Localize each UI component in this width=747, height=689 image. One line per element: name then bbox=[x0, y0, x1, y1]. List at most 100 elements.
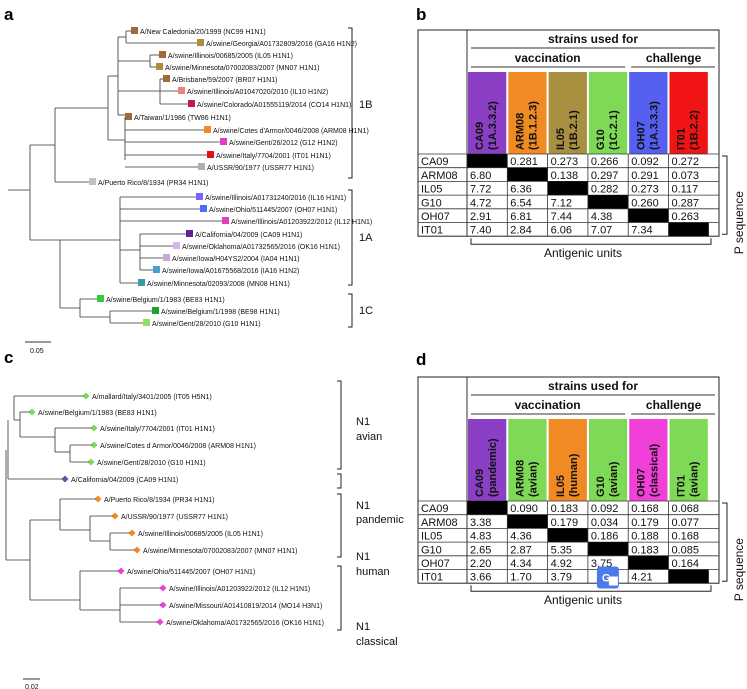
taxon-label: A/swine/Georgia/A01732809/2016 (GA16 H1N… bbox=[206, 41, 357, 48]
table-cell: 0.188 bbox=[631, 531, 659, 543]
taxon-label: A/California/04/2009 (CA09 H1N1) bbox=[71, 477, 178, 484]
column-sub: (1B.2.2) bbox=[689, 110, 701, 150]
panel-d-label: d bbox=[416, 350, 426, 369]
taxon-marker bbox=[186, 230, 193, 237]
taxon-label: A/swine/Italy/7704/2001 (IT01 H1N1) bbox=[216, 153, 331, 160]
column-sub: (avian) bbox=[689, 461, 701, 497]
table-cell: 7.72 bbox=[470, 184, 491, 196]
taxon-marker bbox=[163, 254, 170, 261]
column-sub: (1A.3.3.2) bbox=[487, 101, 499, 150]
taxon-marker bbox=[143, 319, 150, 326]
column-header-g10 bbox=[588, 72, 628, 154]
taxon-label: A/New Caledonia/20/1999 (NC99 H1N1) bbox=[140, 29, 266, 36]
taxon-marker bbox=[156, 618, 164, 626]
row-label: IT01 bbox=[421, 572, 443, 584]
group-label: N1 bbox=[356, 500, 370, 512]
taxon-marker bbox=[220, 138, 227, 145]
bottom-bracket bbox=[470, 585, 712, 592]
taxon-marker bbox=[89, 178, 96, 185]
taxon-label: A/swine/Italy/7704/2001 (IT01 H1N1) bbox=[100, 426, 215, 433]
taxon-label: A/swine/Belgium/1/1998 (BE98 H1N1) bbox=[161, 309, 280, 316]
header-strains: strains used for bbox=[548, 32, 638, 46]
row-label: ARM08 bbox=[421, 517, 458, 529]
table-cell: 0.068 bbox=[672, 503, 700, 515]
taxon-label: A/swine/Colorado/A01555119/2014 (CO14 H1… bbox=[197, 102, 351, 109]
table-cell: 6.36 bbox=[510, 184, 531, 196]
column-header-it01 bbox=[669, 419, 708, 501]
column-name: G10 bbox=[595, 129, 607, 150]
table-cell: 0.092 bbox=[591, 503, 619, 515]
table-cell: 0.291 bbox=[631, 170, 659, 182]
column-header-oh07 bbox=[629, 419, 668, 501]
table-cell: 0.183 bbox=[551, 503, 579, 515]
taxon-label: A/swine/Illinois/A01203922/2012 (IL12 H1… bbox=[169, 586, 310, 593]
taxon-label: A/swine/Illinois/A01047020/2010 (IL10 H1… bbox=[187, 89, 328, 96]
diagonal-cell bbox=[668, 222, 709, 237]
translate-icon-box bbox=[608, 576, 618, 586]
row-label: ARM08 bbox=[421, 170, 458, 182]
table-cell: 0.073 bbox=[672, 170, 700, 182]
taxon-marker bbox=[61, 475, 69, 483]
column-sub: (1B.2.1) bbox=[568, 110, 580, 150]
bottom-label: Antigenic units bbox=[544, 246, 622, 260]
taxon-marker bbox=[159, 584, 167, 592]
group-label: N1 bbox=[356, 551, 370, 563]
header-vaccination: vaccination bbox=[515, 398, 581, 412]
diagonal-cell bbox=[507, 167, 548, 182]
taxon-marker bbox=[90, 441, 98, 449]
row-label: G10 bbox=[421, 544, 442, 556]
taxon-label: A/Puerto Rico/8/1934 (PR34 H1N1) bbox=[98, 180, 209, 187]
column-name: IL05 bbox=[555, 128, 567, 150]
taxon-marker bbox=[163, 75, 170, 82]
table-cell: 0.186 bbox=[591, 531, 619, 543]
translate-icon[interactable]: G bbox=[596, 566, 619, 589]
phylogenetic-tree-c: A/mallard/Italy/3401/2005 (IT05 H5N1)A/s… bbox=[5, 380, 404, 689]
taxon-marker bbox=[198, 163, 205, 170]
table-cell: 0.085 bbox=[672, 544, 700, 556]
taxon-label: A/swine/Illinois/00685/2005 (IL05 H1N1) bbox=[138, 531, 263, 538]
column-name: G10 bbox=[595, 476, 607, 497]
header-challenge: challenge bbox=[646, 51, 702, 65]
column-header-il05 bbox=[548, 419, 587, 501]
taxon-marker bbox=[97, 295, 104, 302]
taxon-marker bbox=[87, 458, 95, 466]
table-cell: 0.273 bbox=[551, 156, 579, 168]
taxon-marker bbox=[82, 392, 90, 400]
taxon-label: A/swine/Minnesota/02093/2008 (MN08 H1N1) bbox=[147, 281, 290, 288]
side-bracket bbox=[722, 502, 728, 582]
table-cell: 0.266 bbox=[591, 156, 619, 168]
taxon-label: A/Puerto Rico/8/1934 (PR34 H1N1) bbox=[104, 497, 215, 504]
table-cell: 6.80 bbox=[470, 170, 491, 182]
side-label: P sequence bbox=[732, 191, 746, 254]
column-name: ARM08 bbox=[514, 460, 526, 497]
table-cell: 0.179 bbox=[631, 517, 659, 529]
taxon-label: A/swine/Cotes d Armor/0046/2008 (ARM08 H… bbox=[100, 443, 256, 450]
table-cell: 0.183 bbox=[631, 544, 659, 556]
group-label: N1 bbox=[356, 621, 370, 633]
table-cell: 2.91 bbox=[470, 211, 491, 223]
table-cell: 0.282 bbox=[591, 184, 619, 196]
table-cell: 0.168 bbox=[631, 503, 659, 515]
column-name: OH07 bbox=[635, 468, 647, 497]
taxon-label: A/swine/Cotes d'Armor/0046/2008 (ARM08 H… bbox=[213, 128, 369, 135]
table-cell: 0.092 bbox=[631, 156, 659, 168]
panel-b-label: b bbox=[416, 5, 426, 24]
taxon-marker bbox=[178, 87, 185, 94]
column-name: IL05 bbox=[555, 475, 567, 497]
column-header-arm08 bbox=[508, 419, 547, 501]
group-label: N1 bbox=[356, 416, 370, 428]
taxon-marker bbox=[90, 424, 98, 432]
table-cell: 2.65 bbox=[470, 544, 491, 556]
taxon-label: A/swine/Minnesota/07002083/2007 (MN07 H1… bbox=[143, 548, 297, 555]
clade-label: 1C bbox=[359, 305, 373, 317]
taxon-label: A/swine/Ohio/511445/2007 (OH07 H1N1) bbox=[127, 569, 255, 576]
taxon-label: A/swine/Gent/28/2010 (G10 H1N1) bbox=[97, 460, 206, 467]
phylogenetic-tree-a: A/New Caledonia/20/1999 (NC99 H1N1) A/swi… bbox=[8, 27, 373, 355]
row-label: IL05 bbox=[421, 184, 442, 196]
group-bracket bbox=[337, 565, 342, 631]
table-cell: 0.168 bbox=[672, 531, 700, 543]
taxon-marker bbox=[204, 126, 211, 133]
column-sub: (human) bbox=[568, 453, 580, 497]
taxon-label: A/California/04/2009 (CA09 H1N1) bbox=[195, 232, 302, 239]
